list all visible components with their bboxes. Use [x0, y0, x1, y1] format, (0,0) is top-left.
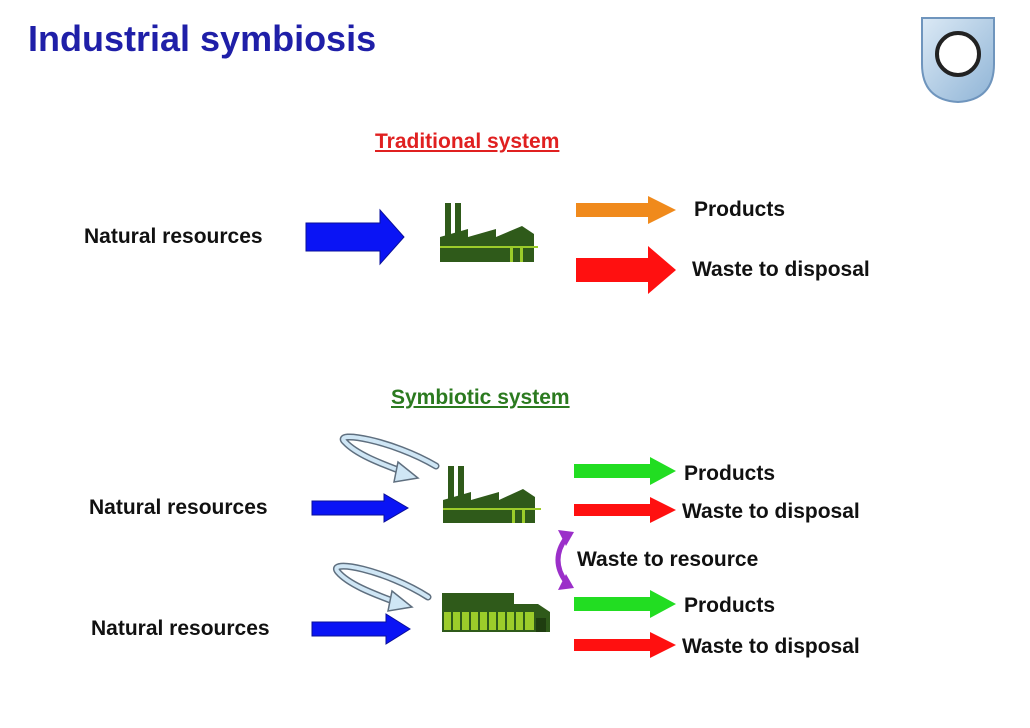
symbiotic-natural-resources-label-2: Natural resources — [91, 617, 270, 640]
symbiotic-loop-arrow-1-icon — [339, 433, 440, 483]
waste-to-resource-exchange-arrow — [555, 530, 574, 590]
symbiotic-waste-arrow-2 — [574, 632, 676, 658]
traditional-products-arrow — [576, 196, 676, 224]
slide-title: Industrial symbiosis — [28, 18, 377, 59]
waste-to-resource-label: Waste to resource — [577, 548, 759, 571]
symbiotic-products-label-1: Products — [684, 462, 776, 485]
traditional-waste-label: Waste to disposal — [692, 258, 870, 281]
symbiotic-natural-resources-label-1: Natural resources — [89, 496, 268, 519]
symbiotic-waste-label-1: Waste to disposal — [682, 500, 860, 523]
symbiotic-system-heading: Symbiotic system — [391, 386, 570, 409]
symbiotic-loop-arrow-2-icon — [332, 562, 432, 612]
symbiotic-input-arrow-1 — [311, 493, 409, 523]
symbiotic-input-arrow-2 — [311, 613, 411, 645]
traditional-waste-arrow — [576, 246, 676, 294]
traditional-input-arrow — [305, 208, 405, 266]
traditional-system-heading: Traditional system — [375, 130, 560, 153]
symbiotic-waste-label-2: Waste to disposal — [682, 635, 860, 658]
traditional-factory-icon — [440, 203, 538, 262]
symbiotic-warehouse-icon — [442, 593, 550, 632]
traditional-natural-resources-label: Natural resources — [84, 225, 263, 248]
symbiotic-products-label-2: Products — [684, 594, 776, 617]
traditional-products-label: Products — [694, 198, 786, 221]
symbiotic-products-arrow-1 — [574, 457, 676, 485]
symbiotic-products-arrow-2 — [574, 590, 676, 618]
symbiotic-factory-icon — [443, 466, 541, 523]
open-university-shield-icon — [921, 17, 995, 104]
symbiotic-waste-arrow-1 — [574, 497, 676, 523]
